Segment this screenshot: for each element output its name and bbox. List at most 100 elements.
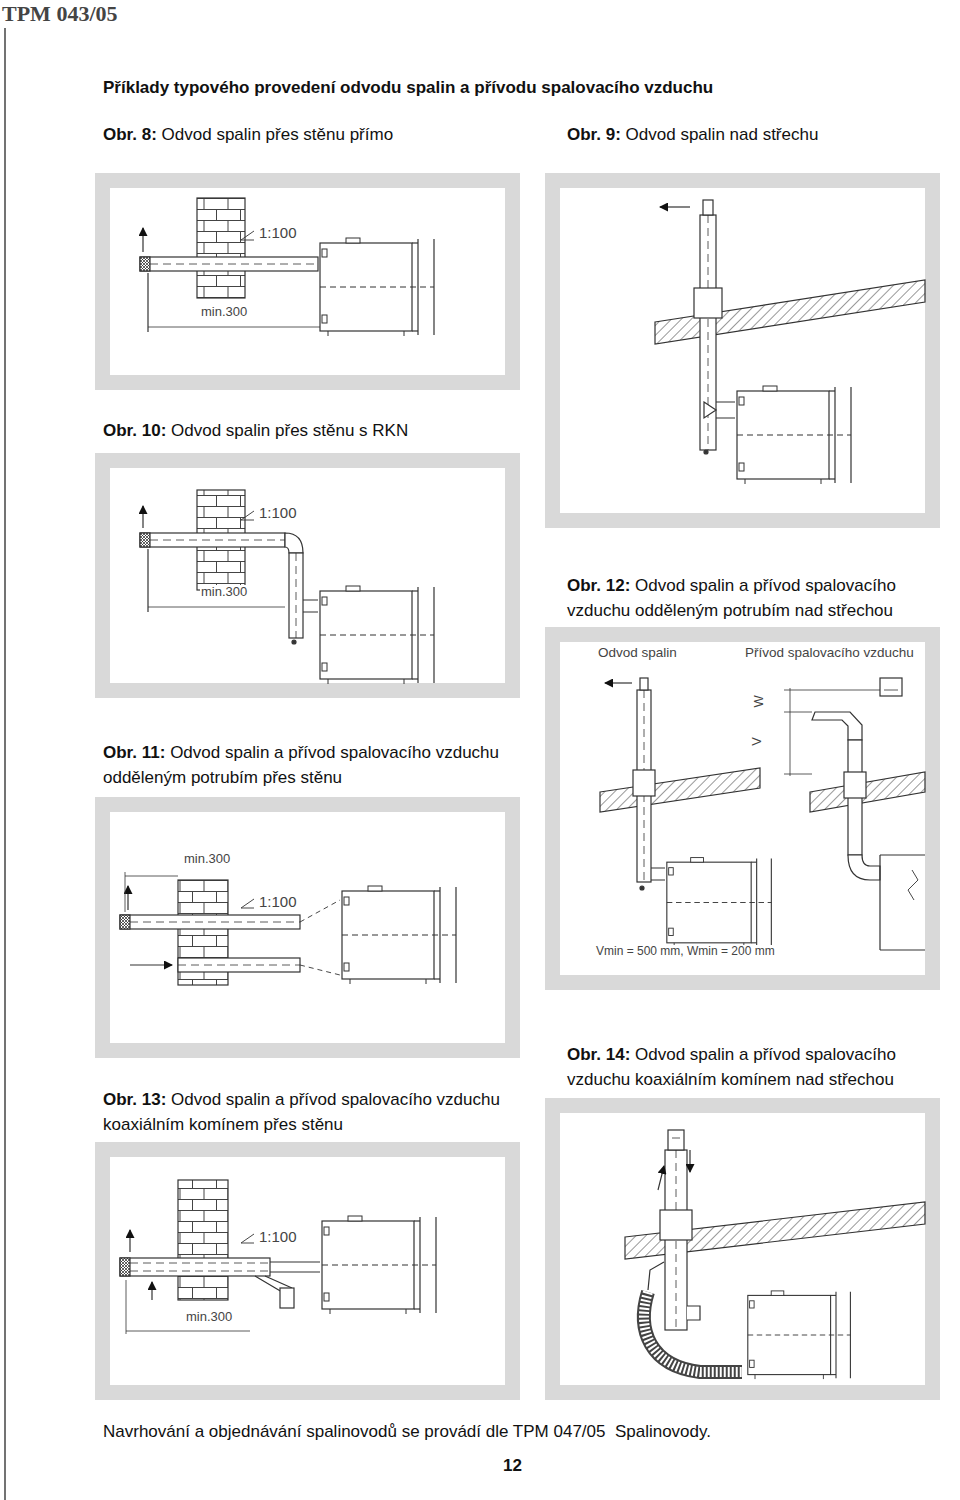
drawing-rect — [545, 1098, 940, 1400]
drawing-path — [848, 855, 880, 880]
drawing-path — [648, 1262, 664, 1290]
part-label: Přívod spalovacího vzduchu — [744, 645, 915, 661]
drawing-g — [120, 872, 456, 985]
figure-number: Obr. 9: — [567, 125, 621, 144]
drawing-line — [784, 774, 812, 775]
drawing-rect — [694, 288, 722, 318]
drawing-line — [147, 273, 148, 332]
drawing-rect — [844, 772, 866, 798]
drawing-polygon — [810, 772, 925, 812]
drawing-path — [285, 533, 303, 553]
drawing-rect — [560, 642, 925, 975]
page-number: 12 — [503, 1456, 522, 1476]
drawing-line — [125, 872, 126, 912]
drawing-path — [300, 900, 340, 975]
drawing-rect — [668, 1130, 684, 1150]
drawing-line — [241, 1234, 254, 1243]
drawing-rect — [95, 453, 520, 698]
drawing-path — [303, 600, 318, 612]
figure-panel: Obr. 11:Odvod spalin a přívod spalovacíh… — [95, 738, 520, 1058]
scale-label: 1:100 — [258, 504, 298, 521]
drawing-line — [660, 206, 690, 207]
drawing-line — [142, 506, 143, 528]
drawing-line — [241, 908, 254, 909]
drawing-rect — [140, 533, 150, 547]
drawing-path — [687, 1306, 700, 1320]
figure-number: Obr. 10: — [103, 421, 166, 440]
figure-caption: Obr. 9: Odvod spalin nad střechu — [567, 122, 937, 147]
drawing-line — [130, 1263, 270, 1264]
drawing-line — [130, 922, 300, 923]
drawing-line — [126, 1331, 250, 1332]
drawing-rect — [95, 797, 520, 1058]
drawing-path — [908, 870, 918, 900]
drawing-line — [241, 511, 254, 520]
drawing-line — [151, 1282, 152, 1300]
drawing-rect — [703, 200, 713, 215]
drawing-line — [150, 540, 285, 541]
drawing-circle — [704, 450, 708, 454]
drawing-rect — [110, 812, 505, 1043]
drawing-line — [150, 264, 318, 265]
figure-caption: Obr. 13:Odvod spalin a přívod spalovacíh… — [103, 1087, 503, 1137]
drawing-line — [296, 553, 297, 638]
drawing-rect — [120, 915, 130, 929]
drawing-use — [320, 586, 434, 684]
figure-number: Obr. 13: — [103, 1090, 166, 1109]
drawing-line — [241, 240, 254, 241]
drawing-path — [651, 868, 665, 880]
drawing-rect — [660, 1210, 692, 1240]
drawing-rect — [95, 1142, 520, 1400]
drawing-g — [625, 1130, 925, 1379]
dimension-label: min.300 — [200, 585, 248, 600]
figure-caption: Obr. 11:Odvod spalin a přívod spalovacíh… — [103, 740, 503, 790]
scale-label: 1:100 — [258, 893, 298, 910]
drawing-line — [126, 1280, 127, 1334]
drawing-line — [672, 1138, 680, 1139]
drawing-line — [148, 607, 285, 608]
drawing-use — [322, 1216, 436, 1314]
figure-title: Odvod spalin přes stěnu přímo — [162, 125, 394, 144]
drawing-line — [129, 1230, 130, 1252]
drawing-use — [737, 386, 851, 484]
drawing-rect — [197, 198, 245, 298]
drawing-rect — [700, 215, 716, 450]
drawing-line — [784, 690, 880, 691]
drawing-g — [120, 1180, 436, 1334]
drawing-path — [704, 402, 716, 418]
drawing-rect — [545, 173, 940, 528]
document-code: TPM 043/05 — [2, 1, 118, 26]
drawing-path — [880, 855, 925, 950]
drawing-line — [605, 682, 632, 683]
scale-label: 1:100 — [258, 1228, 298, 1245]
drawing-line — [241, 231, 254, 240]
figure-number: Obr. 14: — [567, 1045, 630, 1064]
drawing-line — [125, 876, 178, 877]
drawing-g — [140, 198, 434, 336]
part-label: Odvod spalin — [597, 645, 678, 661]
drawing-circle — [292, 640, 296, 644]
figure-panel: Obr. 10:Odvod spalin přes stěnu s RKN1:1… — [95, 415, 520, 698]
drawing-rect — [140, 257, 150, 271]
drawing-use — [320, 238, 434, 336]
drawing-use — [667, 858, 772, 948]
drawing-rect — [140, 533, 285, 547]
dimension-label: min.300 — [200, 305, 248, 320]
drawing-line — [4, 28, 6, 1500]
drawing-path — [644, 1292, 742, 1372]
drawing-rect — [289, 553, 303, 638]
drawing-line — [142, 228, 143, 252]
drawing-line — [790, 688, 791, 776]
drawing-rect — [560, 1113, 925, 1385]
drawing-use — [748, 1291, 851, 1379]
drawing-rect — [140, 257, 318, 271]
dimension-label: W — [752, 694, 767, 708]
drawing-rect — [178, 958, 300, 972]
figure-panel: Obr. 9: Odvod spalin nad střechu — [545, 120, 940, 528]
figure-panel: Obr. 14:Odvod spalin a přívod spalovacíh… — [545, 1042, 944, 1400]
dimension-note: Vmin = 500 mm, Wmin = 200 mm — [595, 945, 776, 959]
figure-title: Odvod spalin nad střechu — [626, 125, 819, 144]
drawing-line — [241, 520, 254, 521]
drawing-rect — [880, 678, 902, 696]
